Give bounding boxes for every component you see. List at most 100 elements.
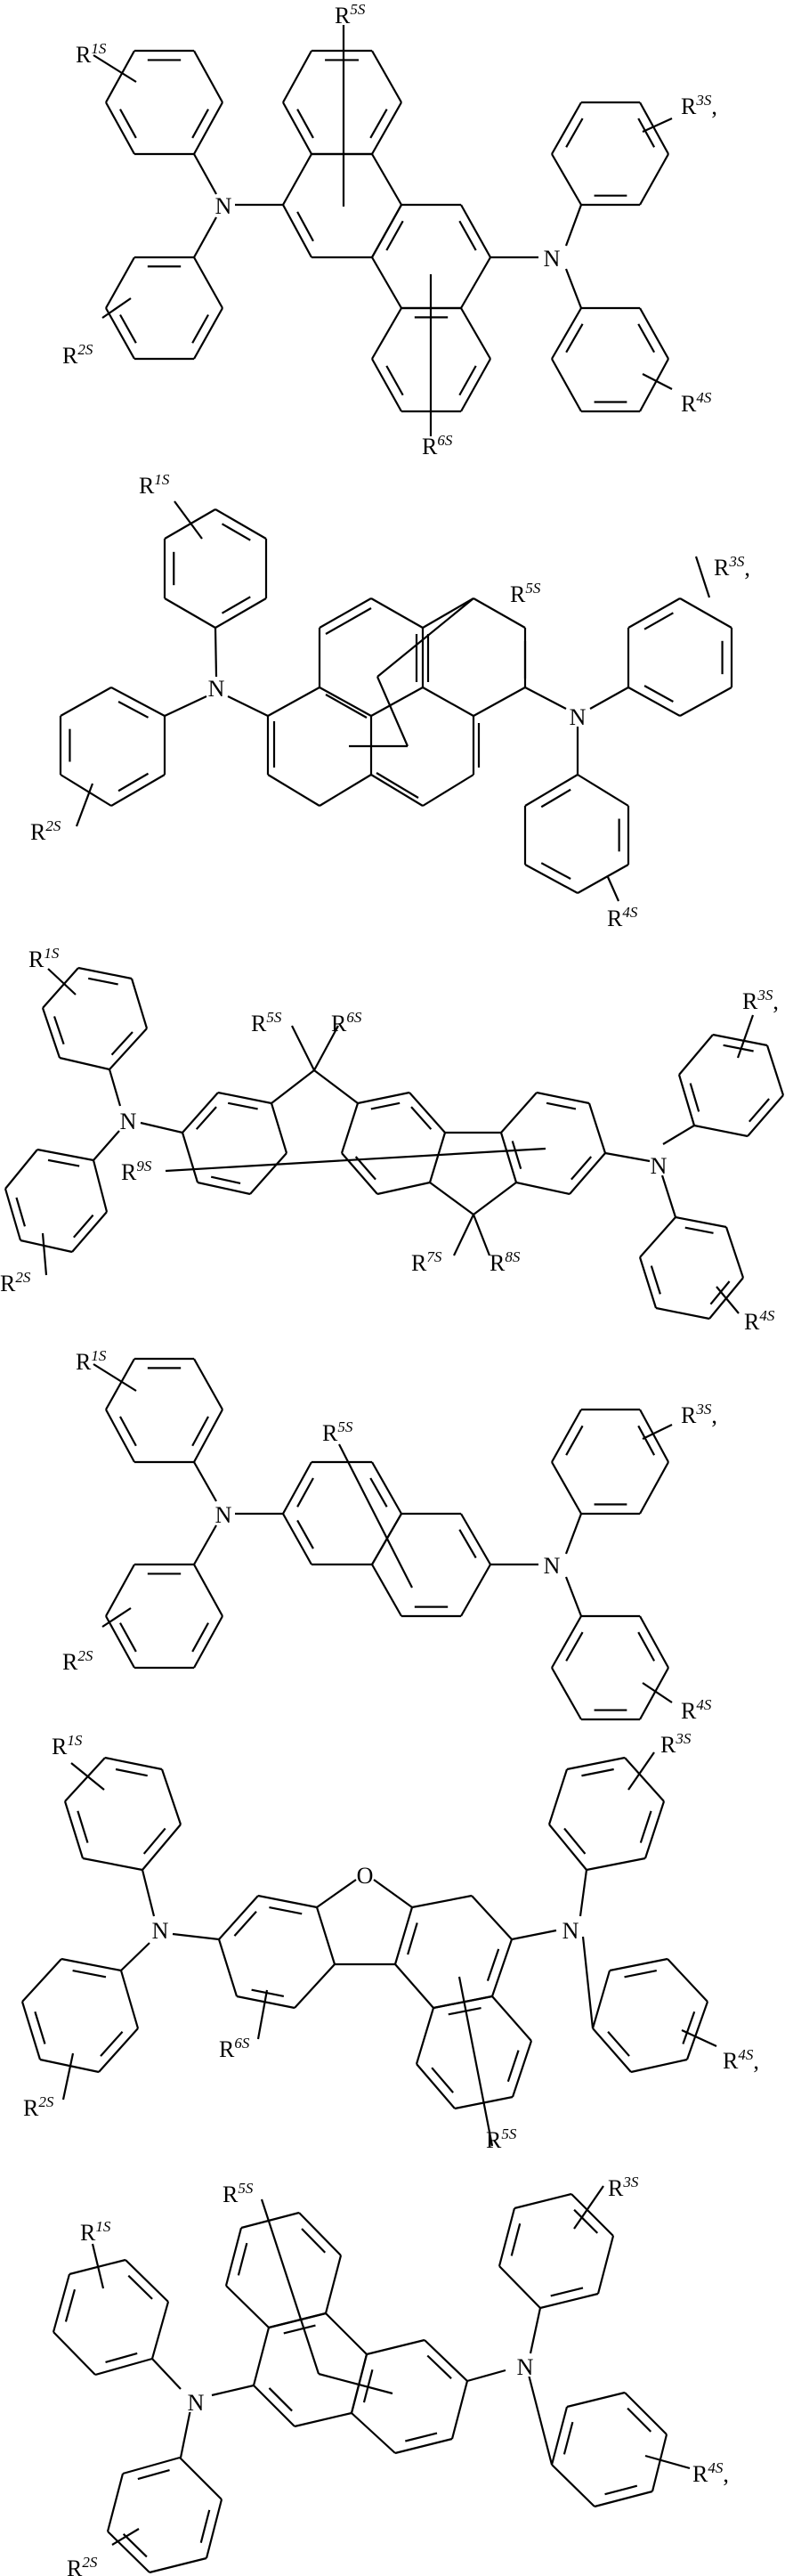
ring-bond — [325, 2312, 368, 2355]
double-bond-line — [637, 1425, 656, 1456]
substituent-label-r2s: R2S — [62, 341, 93, 369]
double-bond-line — [581, 1767, 614, 1777]
ring-bond — [105, 1409, 135, 1463]
double-bond-line — [191, 313, 209, 344]
ring-bond — [105, 50, 135, 103]
double-bond-line — [191, 109, 209, 139]
ring-bond — [624, 2392, 668, 2435]
ring-bond — [655, 1306, 710, 1321]
ring-bond — [357, 1091, 410, 1105]
ring-bond — [747, 1094, 784, 1137]
double-bond-line — [142, 1827, 166, 1855]
bond-line — [376, 772, 419, 799]
bond-line — [319, 597, 372, 629]
oxygen-atom: O — [357, 1863, 374, 1889]
double-bond-line — [431, 2067, 454, 2093]
substituent-bond — [75, 783, 94, 827]
substituent-label-r5s: R5S — [251, 1009, 282, 1036]
substituent-label-r6s: R6S — [422, 432, 453, 459]
ring-bond — [566, 2391, 626, 2409]
ring-bond — [639, 307, 669, 360]
substituent-label-r4s: R4S — [681, 1696, 712, 1724]
substituent-bond — [93, 54, 137, 83]
nitrogen-atom: N — [562, 1918, 579, 1944]
ring-bond — [193, 256, 223, 309]
double-bond-line — [458, 220, 477, 251]
nitrogen-atom: N — [517, 2354, 534, 2380]
ring-bond — [624, 1757, 665, 1802]
ring-bond — [282, 153, 312, 206]
ring-bond — [630, 2058, 688, 2074]
bond-line — [211, 2384, 255, 2397]
bond-line — [271, 1069, 315, 1104]
bond-line — [564, 268, 583, 309]
ring-bond — [424, 2339, 468, 2382]
substituent-bond — [101, 1607, 132, 1628]
bond-line — [376, 676, 409, 747]
ring-bond — [393, 1906, 414, 1965]
ring — [499, 1091, 607, 1196]
ring — [415, 1995, 533, 2110]
ring-bond — [193, 307, 223, 360]
ring-bond — [639, 358, 669, 412]
double-bond-line — [34, 2011, 46, 2044]
bond-line — [422, 774, 474, 807]
bond-line — [564, 1576, 583, 1617]
double-bond-line — [385, 365, 404, 396]
ring-bond — [205, 2499, 223, 2559]
double-bond-line — [369, 109, 388, 139]
ring-bond — [371, 307, 402, 360]
ring-bond — [98, 2027, 139, 2073]
bond-line — [319, 774, 372, 807]
substituent-bond — [573, 2185, 604, 2230]
substituent-label-r7s: R7S — [411, 1248, 442, 1276]
atom-background — [188, 2393, 204, 2412]
ring-bond — [53, 2331, 96, 2376]
ring-bond — [594, 2490, 653, 2508]
substituent-label-r3s: R3S, — [681, 92, 717, 119]
ring-bond — [21, 1958, 62, 2003]
ring-bond — [712, 1033, 768, 1047]
ring-bond — [376, 1181, 431, 1196]
ring-bond — [371, 1461, 402, 1515]
double-bond-line — [689, 1083, 700, 1112]
atom-background — [208, 679, 224, 698]
double-bond-line — [15, 1197, 26, 1227]
double-bond-line — [72, 1969, 107, 1979]
ring — [20, 1957, 140, 2074]
double-bond-line — [405, 2432, 438, 2442]
double-bond-line — [268, 2387, 293, 2412]
double-bond-line — [87, 977, 118, 986]
bond-line — [164, 695, 207, 717]
ring-bond — [411, 1894, 473, 1909]
double-bond-line — [637, 118, 656, 148]
ring-bond — [651, 2434, 668, 2492]
ring-bond — [217, 1091, 272, 1105]
ring-bond — [268, 2312, 327, 2329]
ring — [498, 2192, 615, 2310]
ring — [591, 1957, 709, 2074]
double-bond-line — [565, 118, 584, 148]
bond-line — [422, 597, 474, 629]
ring-bond — [524, 864, 579, 894]
ring-bond — [217, 1938, 239, 1997]
ring — [393, 1894, 514, 2010]
double-bond-line — [448, 2006, 482, 2016]
ring-bond — [92, 1159, 109, 1213]
double-bond-line — [283, 2324, 316, 2335]
bond-line — [466, 2369, 506, 2383]
ring-bond — [125, 2259, 169, 2303]
atom-background — [152, 1921, 168, 1940]
ring-bond — [122, 2456, 181, 2475]
ring — [105, 256, 223, 361]
bond-line — [141, 1869, 156, 1917]
nitrogen-atom: N — [188, 2390, 205, 2416]
ring-bond — [105, 102, 135, 155]
substituent-label-r2s: R2S — [62, 1647, 93, 1675]
nitrogen-atom: N — [651, 1153, 668, 1179]
substituent-label-r4s: R4S — [681, 389, 712, 417]
double-bond-line — [110, 1031, 134, 1056]
bond-line — [267, 687, 320, 717]
